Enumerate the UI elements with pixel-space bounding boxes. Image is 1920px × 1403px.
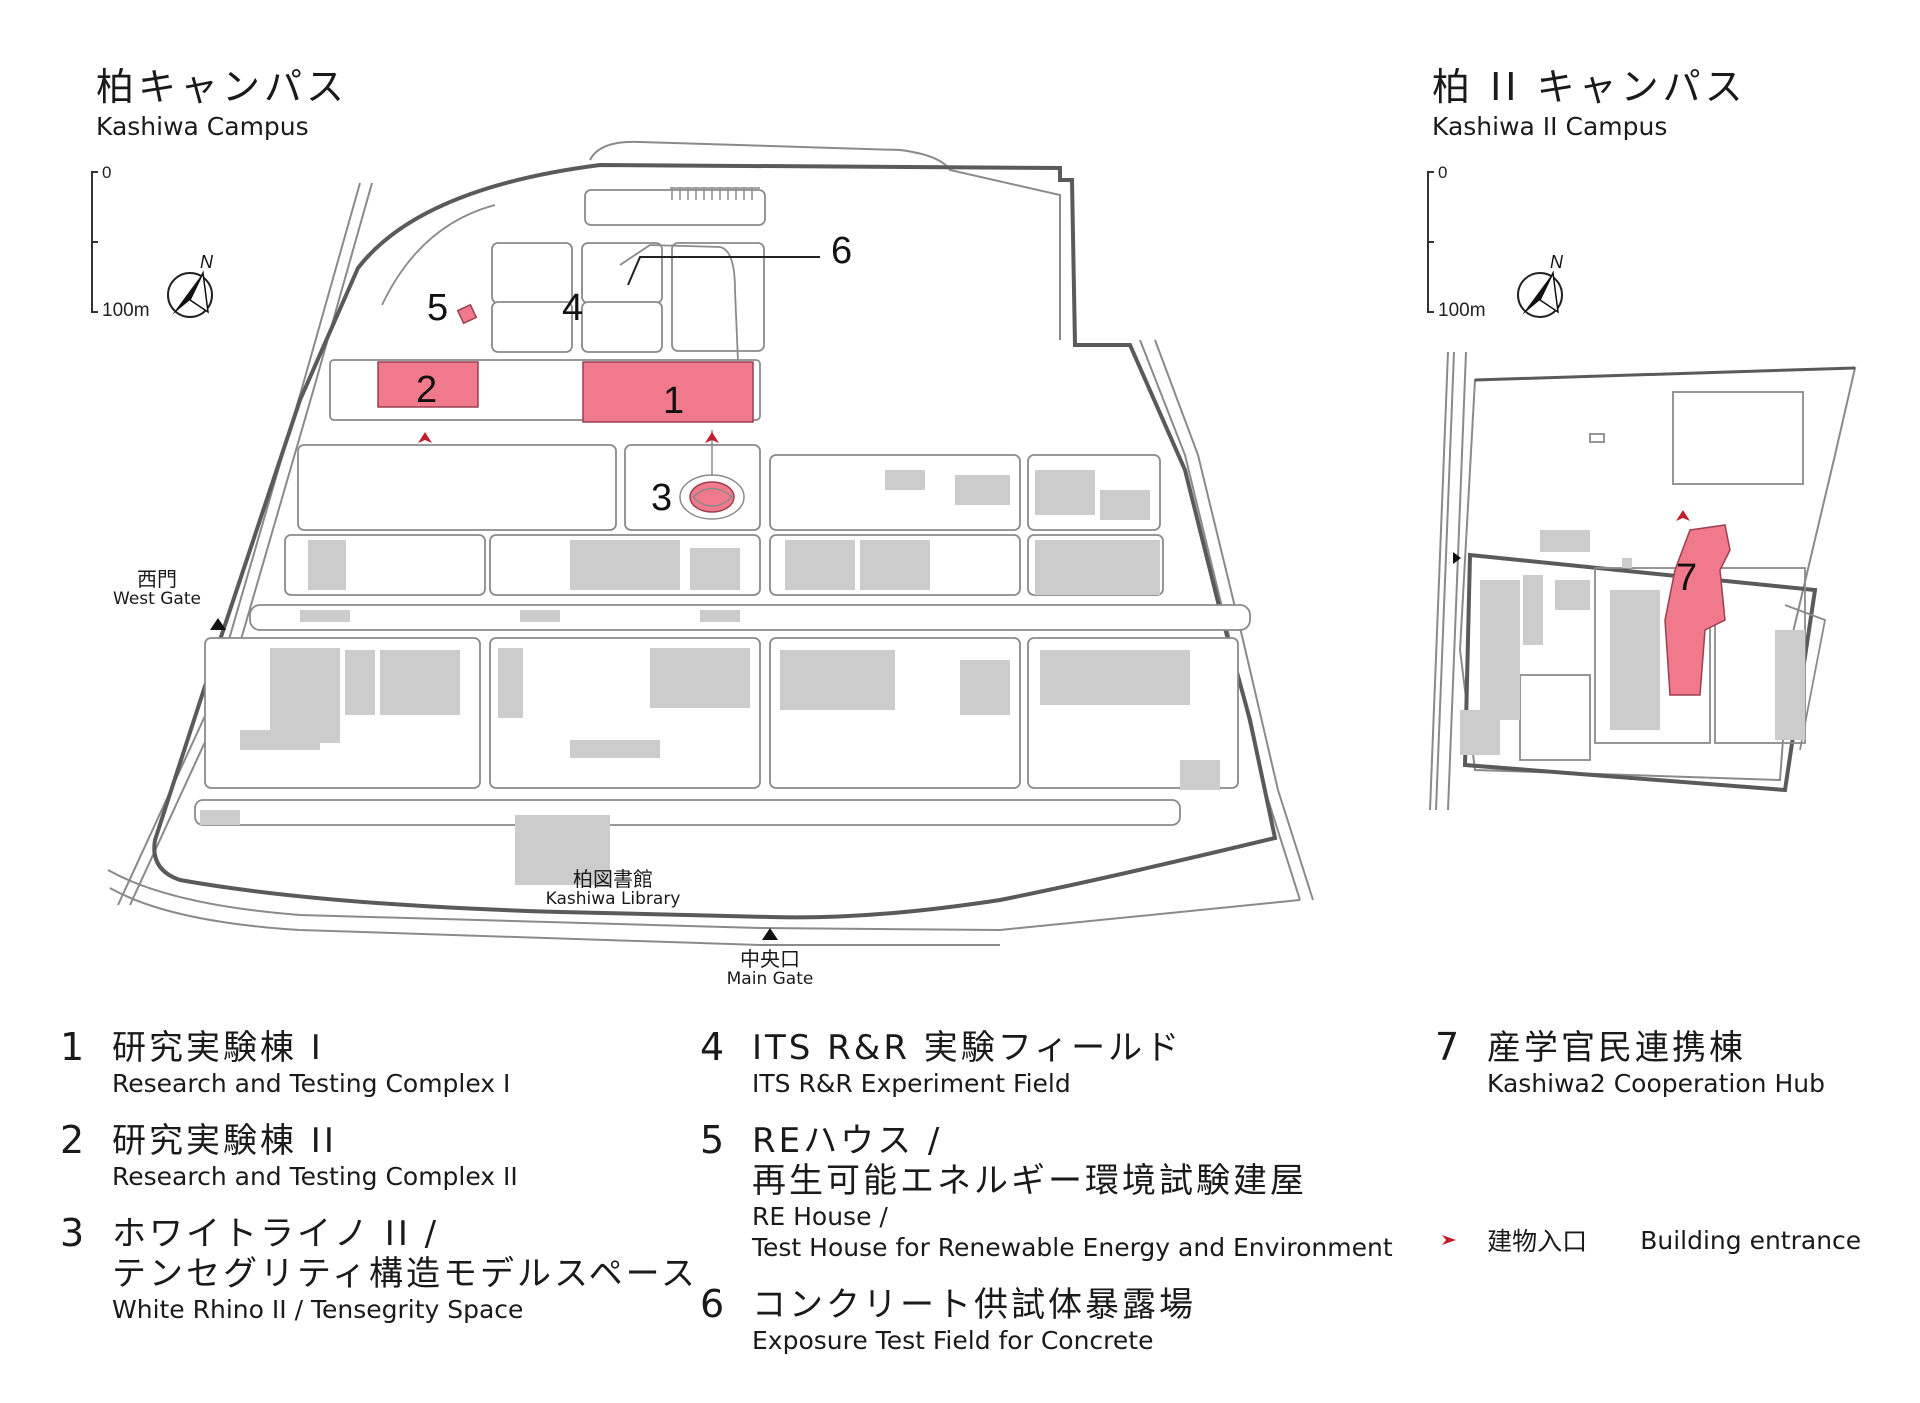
scale-top-label: 0 [102, 163, 111, 182]
entrance-markers [418, 432, 719, 443]
legend-en-5: RE House / [752, 1202, 888, 1232]
main-gate-jp: 中央口 [740, 947, 800, 971]
building-3[interactable] [689, 481, 735, 513]
entrance-arrow-icon [1442, 1235, 1456, 1245]
north-arrow-icon: N [167, 252, 214, 318]
legend-jp2-5: 再生可能エネルギー環境試験建屋 [752, 1161, 1307, 1202]
second-campus-title: 柏 II キャンパス Kashiwa II Campus [1432, 68, 1747, 139]
legend-jp-4: ITS R&R 実験フィールド [752, 1028, 1183, 1068]
building-7[interactable] [1664, 524, 1731, 696]
legend-en-4: ITS R&R Experiment Field [752, 1069, 1071, 1099]
marker-3: 3 [651, 477, 672, 519]
west-gate-label: 西門 West Gate [102, 568, 212, 609]
main-campus-title: 柏キャンパス Kashiwa Campus [96, 68, 348, 139]
legend-num-4: 4 [700, 1025, 725, 1069]
scale-bottom-label: 100m [102, 300, 150, 321]
kashiwa-campus-map: 0 100m N [91, 140, 1314, 946]
north-label-2: N [1550, 252, 1564, 272]
library-en: Kashiwa Library [545, 889, 681, 909]
main-campus-title-en: Kashiwa Campus [96, 112, 309, 141]
legend-num-1: 1 [60, 1025, 85, 1069]
marker-4: 4 [562, 287, 583, 329]
main-gate-en: Main Gate [726, 969, 814, 989]
legend-jp-3: ホワイトライノ II / [112, 1214, 440, 1254]
west-gate-icon [210, 618, 226, 630]
legend-en-6: Exposure Test Field for Concrete [752, 1326, 1154, 1356]
marker-6: 6 [831, 230, 852, 272]
legend-num-3: 3 [60, 1211, 85, 1255]
kashiwa-ii-campus-map: 0 100m N 7 [1427, 163, 1857, 811]
entrance-legend-jp: 建物入口 [1487, 1227, 1588, 1256]
library-jp: 柏図書館 [573, 867, 653, 891]
main-gate-label: 中央口 Main Gate [710, 948, 830, 989]
scale-bar-2 [1427, 171, 1434, 313]
building-1[interactable] [582, 361, 754, 423]
entrance-legend: 建物入口 Building entrance [1440, 1222, 1861, 1258]
legend-jp-2: 研究実験棟 II [112, 1121, 337, 1161]
marker-2: 2 [416, 369, 437, 411]
campus-boundary [152, 162, 1278, 920]
campus-buildings [200, 470, 1220, 885]
library-label: 柏図書館 Kashiwa Library [533, 868, 693, 909]
west-gate-en: West Gate [113, 589, 201, 609]
legend-en-7: Kashiwa2 Cooperation Hub [1487, 1069, 1825, 1099]
marker-1: 1 [663, 380, 684, 422]
second-campus-title-jp: 柏 II キャンパス [1432, 65, 1747, 109]
entrance-marker-7 [1676, 510, 1690, 521]
legend-jp-6: コンクリート供試体暴露場 [752, 1285, 1196, 1325]
legend-jp-5: REハウス / [752, 1121, 943, 1161]
legend-en-1: Research and Testing Complex I [112, 1069, 511, 1099]
legend-jp-7: 産学官民連携棟 [1487, 1028, 1746, 1068]
north-label: N [200, 252, 214, 272]
building-5[interactable] [456, 303, 478, 325]
legend-jp-1: 研究実験棟 I [112, 1028, 324, 1068]
marker-5: 5 [427, 287, 448, 329]
marker-7: 7 [1676, 557, 1697, 599]
legend-num-5: 5 [700, 1118, 725, 1162]
legend-num-2: 2 [60, 1118, 85, 1162]
legend-en-3: White Rhino II / Tensegrity Space [112, 1295, 524, 1325]
legend-num-7: 7 [1435, 1025, 1460, 1069]
scale-top-label-2: 0 [1438, 163, 1447, 182]
entrance-legend-en: Building entrance [1640, 1225, 1862, 1255]
gate-icon-2 [1453, 552, 1461, 564]
legend-num-6: 6 [700, 1282, 725, 1326]
scale-bar [91, 171, 98, 313]
west-gate-jp: 西門 [137, 567, 177, 591]
legend-en-2: Research and Testing Complex II [112, 1162, 518, 1192]
legend-jp2-3: テンセグリティ構造モデルスペース [112, 1254, 698, 1295]
building-2[interactable] [377, 361, 479, 408]
scale-bottom-label-2: 100m [1438, 300, 1486, 321]
main-campus-title-jp: 柏キャンパス [96, 65, 349, 109]
second-campus-title-en: Kashiwa II Campus [1432, 112, 1668, 141]
north-arrow-icon-2: N [1517, 252, 1564, 318]
main-gate-icon [762, 928, 778, 940]
legend-en2-5: Test House for Renewable Energy and Envi… [752, 1233, 1393, 1263]
